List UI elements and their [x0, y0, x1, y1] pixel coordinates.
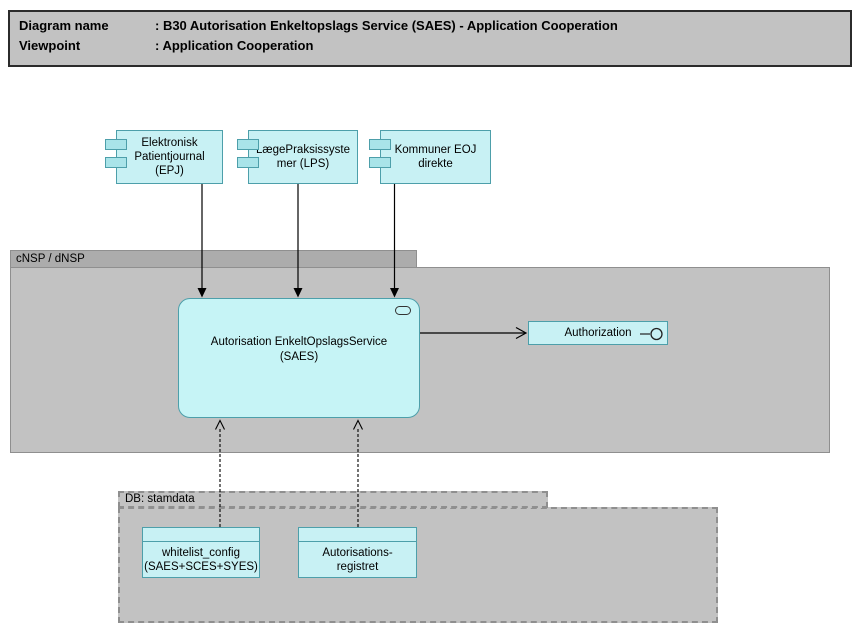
data-object-whitelist-config-label: whitelist_config (SAES+SCES+SYES)	[144, 547, 258, 573]
component-port-icon	[237, 157, 259, 168]
app-component-epj-label: Elektronisk Patientjournal (EPJ)	[134, 137, 205, 177]
data-object-header	[143, 528, 259, 542]
group-label-db-stamdata: DB: stamdata	[125, 493, 195, 505]
data-object-whitelist-config: whitelist_config (SAES+SCES+SYES)	[142, 527, 260, 578]
app-service-saes-label: Autorisation EnkeltOpslagsService (SAES)	[210, 336, 388, 363]
app-component-lps-label: LægePraksissyste mer (LPS)	[256, 144, 350, 170]
component-port-icon	[237, 139, 259, 150]
component-port-icon	[369, 157, 391, 168]
diagram-name-row: Diagram name : B30 Autorisation Enkeltop…	[19, 16, 850, 36]
viewpoint-row: Viewpoint : Application Cooperation	[19, 36, 850, 56]
component-port-icon	[105, 157, 127, 168]
group-label-cnsp-dnsp: cNSP / dNSP	[16, 253, 85, 265]
app-service-saes: Autorisation EnkeltOpslagsService (SAES)	[178, 298, 420, 418]
component-port-icon	[369, 139, 391, 150]
app-component-lps: LægePraksissyste mer (LPS)	[237, 130, 358, 184]
diagram-name-value: : B30 Autorisation Enkeltopslags Service…	[155, 18, 618, 33]
group-body-cnsp-dnsp	[10, 267, 830, 453]
title-block: Diagram name : B30 Autorisation Enkeltop…	[8, 10, 852, 67]
interface-authorization: Authorization	[528, 321, 668, 345]
interface-authorization-label: Authorization	[564, 327, 632, 339]
app-component-eoj-label: Kommuner EOJ direkte	[394, 144, 477, 170]
app-component-epj: Elektronisk Patientjournal (EPJ)	[105, 130, 223, 184]
component-port-icon	[105, 139, 127, 150]
data-object-autorisationsregistret-label: Autorisations- registret	[322, 547, 393, 573]
app-component-eoj: Kommuner EOJ direkte	[369, 130, 491, 184]
provided-interface-icon	[640, 327, 663, 341]
group-tab-cnsp-dnsp: cNSP / dNSP	[10, 250, 417, 268]
viewpoint-value: : Application Cooperation	[155, 38, 314, 53]
data-object-autorisationsregistret: Autorisations- registret	[298, 527, 417, 578]
viewpoint-label: Viewpoint	[19, 38, 81, 53]
data-object-header	[299, 528, 416, 542]
group-tab-db-stamdata: DB: stamdata	[118, 491, 548, 508]
diagram-name-label: Diagram name	[19, 18, 109, 33]
application-service-icon	[395, 306, 411, 315]
